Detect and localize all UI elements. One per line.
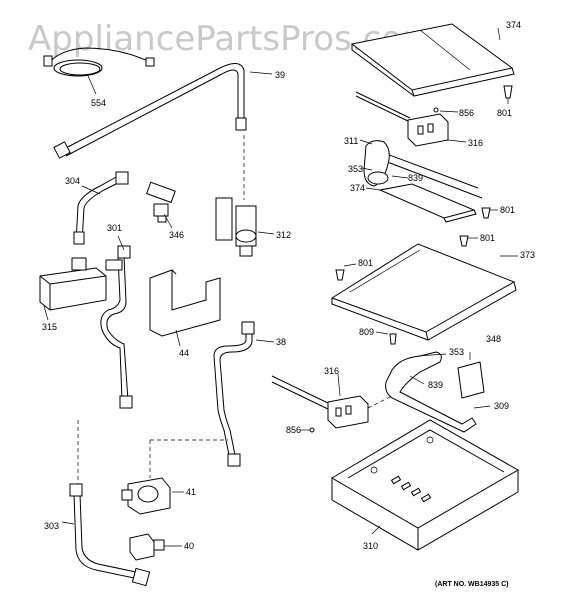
fitting-40[interactable]: [129, 533, 182, 561]
heat-shield-373[interactable]: [330, 243, 518, 341]
screw-801-c[interactable]: [459, 235, 478, 247]
heat-shield-374-top[interactable]: [350, 23, 515, 97]
callout-316: 316: [468, 138, 483, 148]
callout-311: 311: [344, 136, 358, 146]
screw-809[interactable]: [375, 331, 397, 345]
gas-tube-38[interactable]: [213, 321, 275, 467]
baffle-374-mid[interactable]: [365, 183, 477, 223]
burner-311[interactable]: [359, 139, 483, 199]
gas-tube-303[interactable]: [61, 420, 151, 587]
igniter-316-a[interactable]: [407, 113, 467, 147]
burner-box-310[interactable]: [331, 419, 520, 551]
callout-856: 856: [459, 108, 474, 118]
callout-310: 310: [363, 541, 378, 551]
callout-839-b: 839: [428, 380, 443, 390]
screw-801-b[interactable]: [481, 207, 498, 219]
screw-801-d[interactable]: [335, 263, 357, 281]
callout-801: 801: [497, 108, 512, 118]
callout-38: 38: [276, 337, 286, 347]
valve-315[interactable]: [39, 257, 123, 321]
regulator-312[interactable]: [215, 197, 275, 257]
callout-303: 303: [44, 521, 59, 531]
valve-41[interactable]: [121, 439, 228, 515]
callout-839: 839: [408, 173, 423, 183]
gas-tube-39[interactable]: [53, 63, 273, 200]
callout-309: 309: [494, 401, 509, 411]
callout-44: 44: [179, 348, 189, 358]
callout-554: 554: [91, 98, 106, 108]
callout-41: 41: [186, 487, 196, 497]
burner-309[interactable]: [385, 351, 491, 433]
callout-373: 373: [520, 250, 535, 260]
callout-353-b: 353: [449, 347, 464, 357]
callout-374: 374: [506, 20, 521, 30]
callout-40: 40: [184, 541, 194, 551]
callout-801-b: 801: [500, 205, 515, 215]
screw-801-a[interactable]: [503, 85, 513, 104]
callout-346: 346: [169, 230, 184, 240]
electrode-856-b[interactable]: [300, 427, 315, 433]
gas-tube-301[interactable]: [100, 235, 133, 409]
igniter-316-b[interactable]: [271, 373, 393, 429]
callout-856-b: 856: [286, 425, 301, 435]
callout-374-mid: 374: [350, 183, 365, 193]
fitting-346[interactable]: [146, 181, 176, 229]
bracket-44[interactable]: [149, 269, 221, 347]
wire-harness-part[interactable]: [43, 47, 155, 95]
callout-301: 301: [107, 223, 122, 233]
callout-348: 348: [486, 334, 501, 344]
electrode-wire-856-a[interactable]: [355, 91, 459, 123]
art-number: (ART NO. WB14935 C): [435, 581, 509, 588]
callout-312: 312: [276, 230, 291, 240]
callout-353: 353: [348, 164, 363, 174]
callout-315: 315: [42, 322, 57, 332]
bracket-348[interactable]: [457, 352, 485, 399]
callout-801-d: 801: [358, 258, 373, 268]
callout-39: 39: [275, 70, 285, 80]
callout-801-c: 801: [480, 233, 495, 243]
callout-316-b: 316: [324, 366, 339, 376]
gas-tube-304[interactable]: [73, 171, 129, 245]
callout-809: 809: [359, 327, 374, 337]
callout-304: 304: [65, 176, 80, 186]
